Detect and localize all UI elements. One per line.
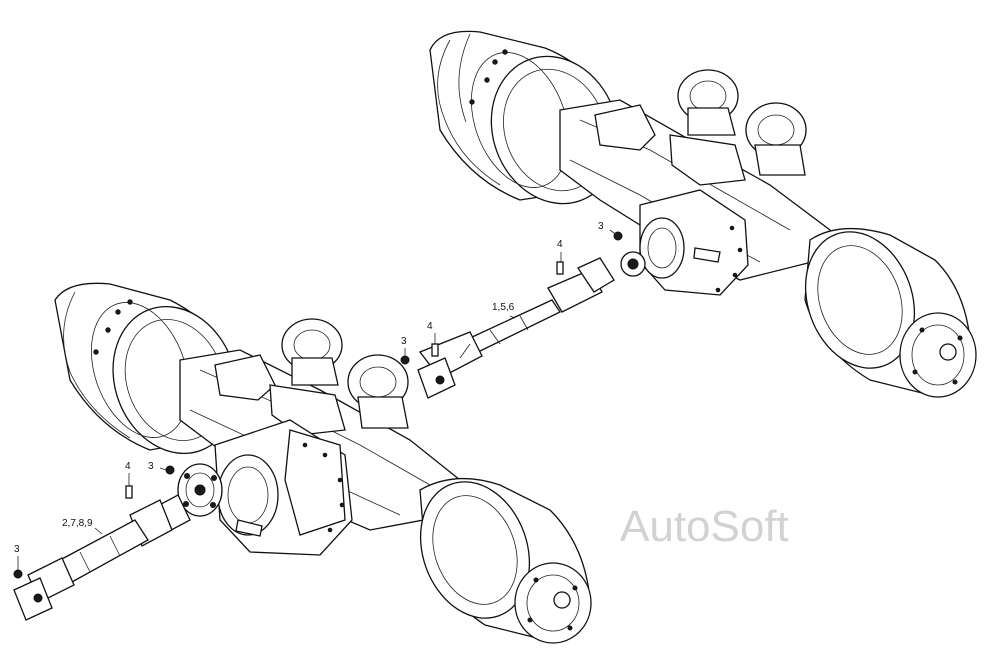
middle-nut-mark xyxy=(400,355,410,365)
rear-axle-right-hub xyxy=(804,227,977,398)
leader-lines xyxy=(17,229,619,570)
lower-nut-mark xyxy=(165,465,175,475)
middle-axle-differential xyxy=(214,419,353,556)
callout-middle-bolt: 4 xyxy=(427,321,433,332)
callout-upper-nut: 3 xyxy=(598,221,604,232)
callout-lower-bolt: 4 xyxy=(125,461,131,472)
bottom-nut-mark xyxy=(13,569,23,579)
callout-bottom-nut: 3 xyxy=(14,544,20,555)
middle-axle xyxy=(54,282,592,644)
upper-bolt-mark xyxy=(556,261,564,275)
callout-upper-bolt: 4 xyxy=(557,239,563,250)
rear-axle-housing xyxy=(559,99,831,281)
rear-axle-brake-chambers xyxy=(677,69,807,176)
lower-bolt-mark xyxy=(125,485,133,499)
middle-axle-right-hub xyxy=(419,477,592,644)
callout-middle-nut: 3 xyxy=(401,336,407,347)
middle-axle-input-flange xyxy=(177,463,223,517)
rear-axle xyxy=(429,30,977,398)
callout-lower-nut: 3 xyxy=(148,461,154,472)
middle-bolt-mark xyxy=(431,343,439,357)
rear-axle-differential xyxy=(620,189,749,296)
middle-axle-brake-chambers xyxy=(281,318,409,429)
callout-lower-shaft: 2,7,8,9 xyxy=(62,518,93,529)
middle-propeller-shaft xyxy=(417,257,615,399)
callout-middle-shaft: 1,5,6 xyxy=(492,302,515,313)
watermark: AutoSoft xyxy=(620,502,789,551)
lower-propeller-shaft xyxy=(13,494,191,621)
